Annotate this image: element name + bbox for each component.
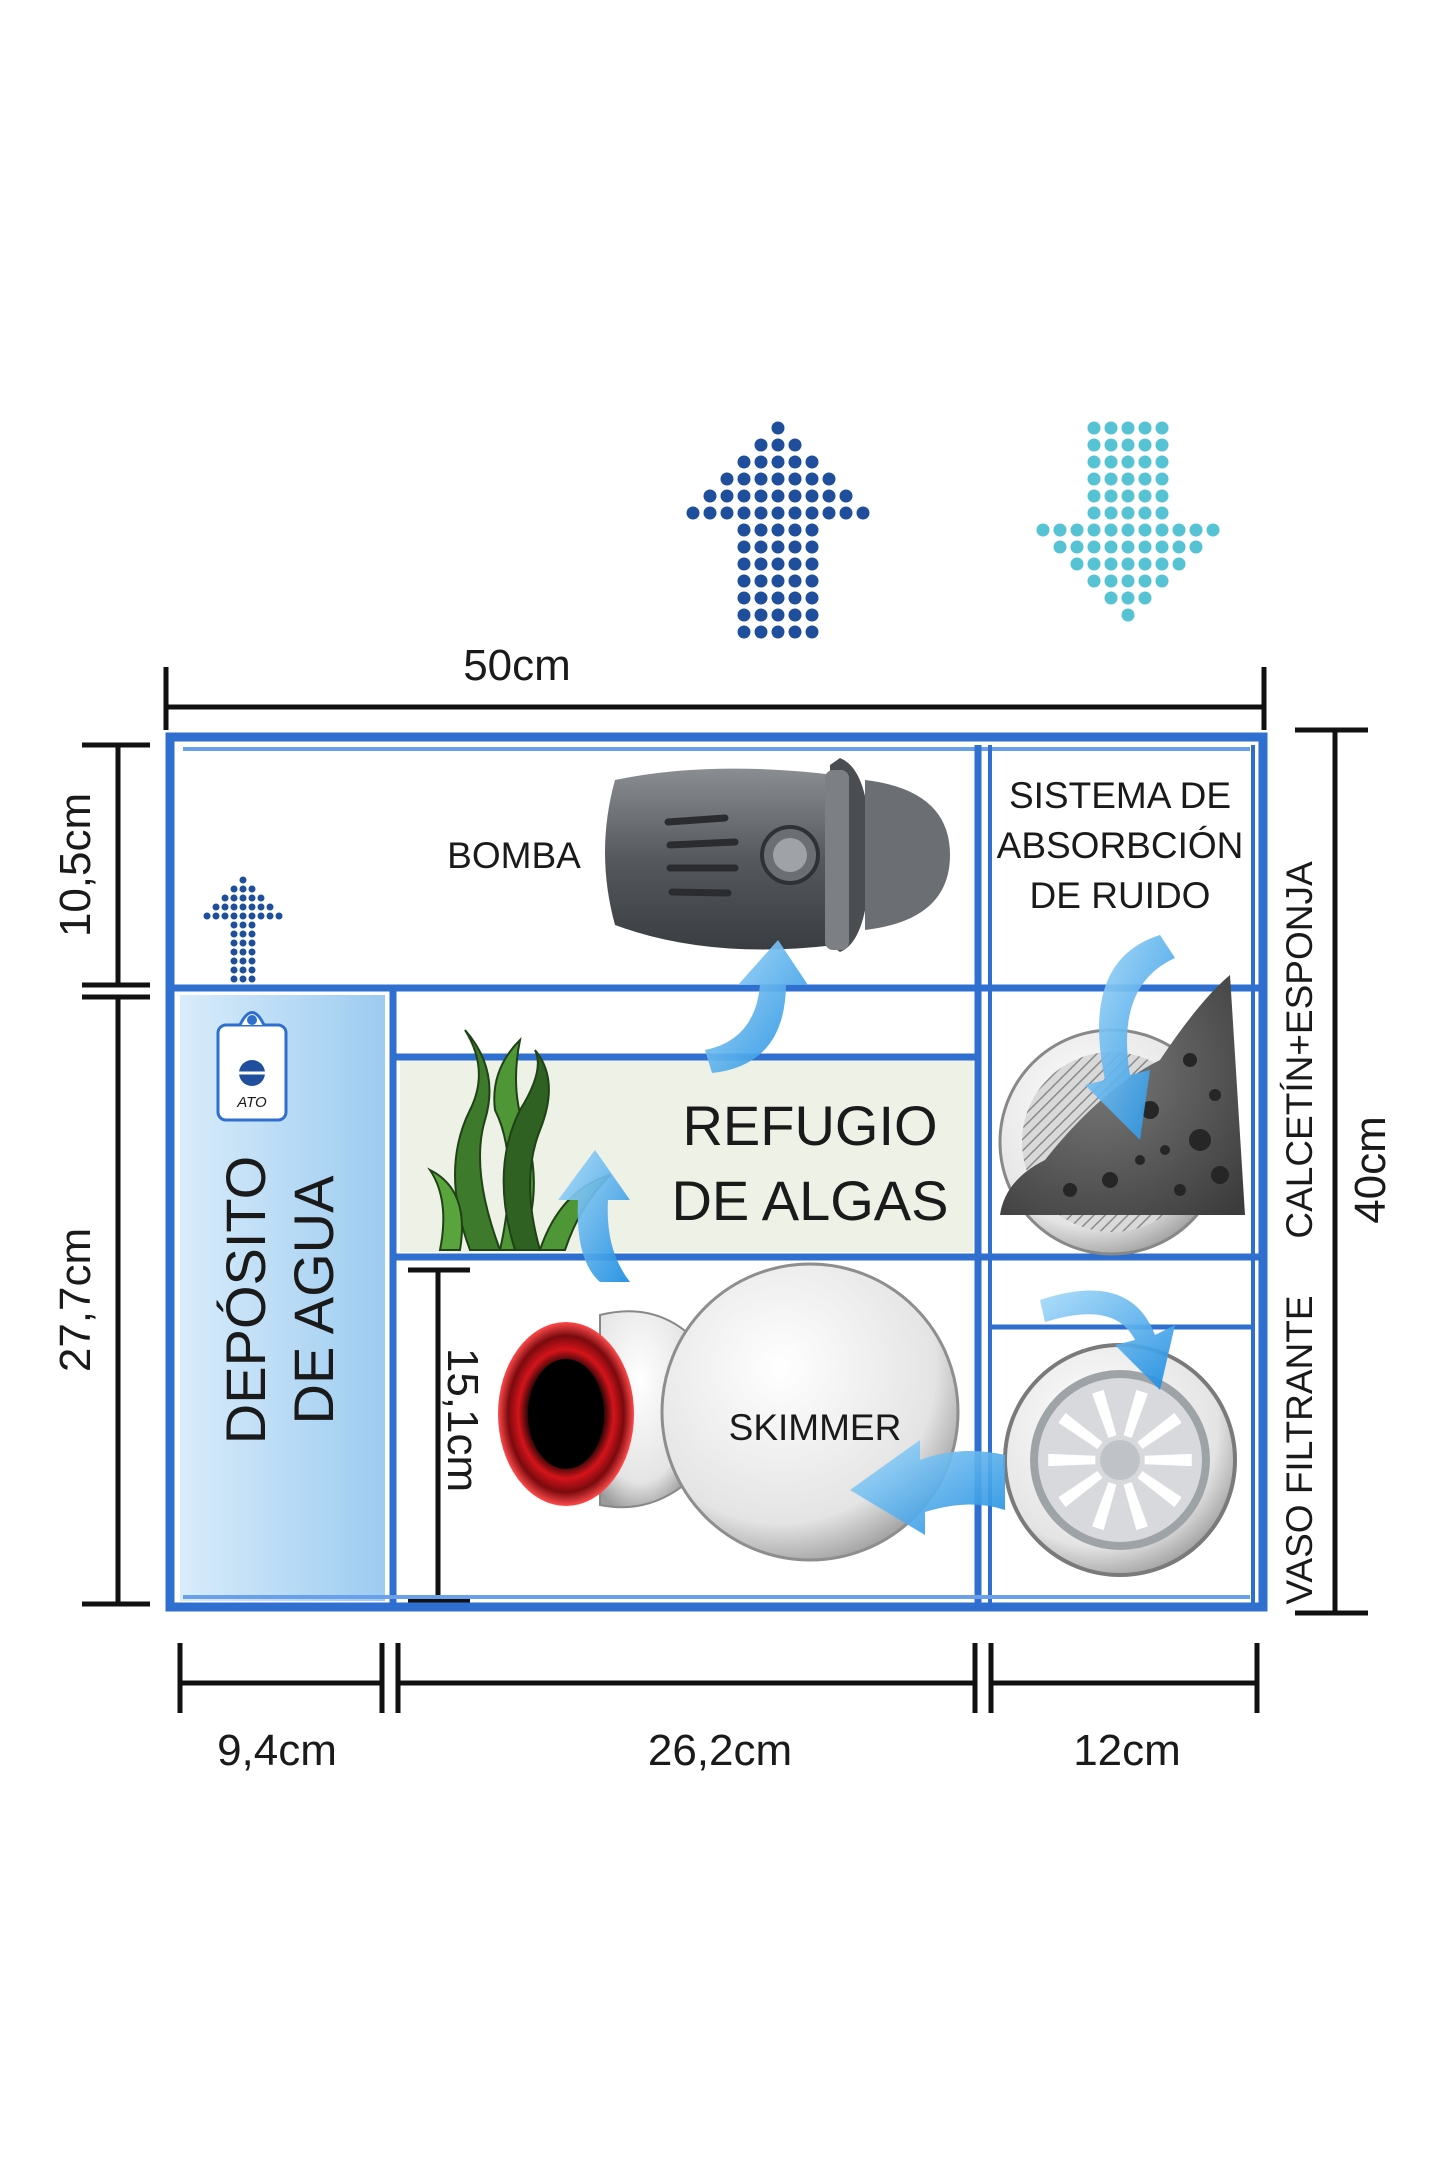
flow-arrows (558, 935, 1175, 1535)
refuge-label-line1: REFUGIO (682, 1094, 937, 1157)
lower-height-label: 27,7cm (51, 1228, 100, 1372)
noise-label-line2: ABSORBCIÓN (997, 825, 1244, 866)
skimmer-label: SKIMMER (729, 1407, 902, 1448)
refuge-label-line2: DE ALGAS (671, 1169, 948, 1232)
pump-label: BOMBA (447, 835, 581, 876)
tank-frame (165, 732, 1268, 1612)
top-height-label: 10,5cm (51, 793, 100, 937)
deposit-label-line2: DE AGUA (282, 1175, 345, 1425)
up-dotted-arrow-icon (686, 421, 870, 639)
dimension-lines (82, 667, 1368, 1713)
noise-label-line3: DE RUIDO (1030, 875, 1211, 916)
right-width-label: 12cm (1073, 1726, 1181, 1775)
deposit-label-line1: DEPÓSITO (214, 1156, 277, 1444)
filter-cup-icon (1003, 1343, 1237, 1577)
ato-sensor-icon: ATO (216, 1011, 288, 1122)
total-height-label: 40cm (1346, 1116, 1395, 1224)
width-total-label: 50cm (463, 641, 571, 690)
pump-icon (605, 758, 950, 952)
down-dotted-arrow-icon (1036, 421, 1220, 622)
deposit-width-label: 9,4cm (217, 1726, 337, 1775)
sock-sponge-label: CALCETÍN+ESPONJA (1279, 861, 1320, 1239)
middle-width-label: 26,2cm (648, 1726, 792, 1775)
skimmer-height-label: 15,1cm (438, 1348, 487, 1492)
filter-cup-label: VASO FILTRANTE (1279, 1295, 1320, 1604)
ato-label: ATO (236, 1094, 267, 1111)
small-up-dotted-arrow-icon (203, 876, 283, 983)
noise-label-line1: SISTEMA DE (1009, 775, 1231, 816)
